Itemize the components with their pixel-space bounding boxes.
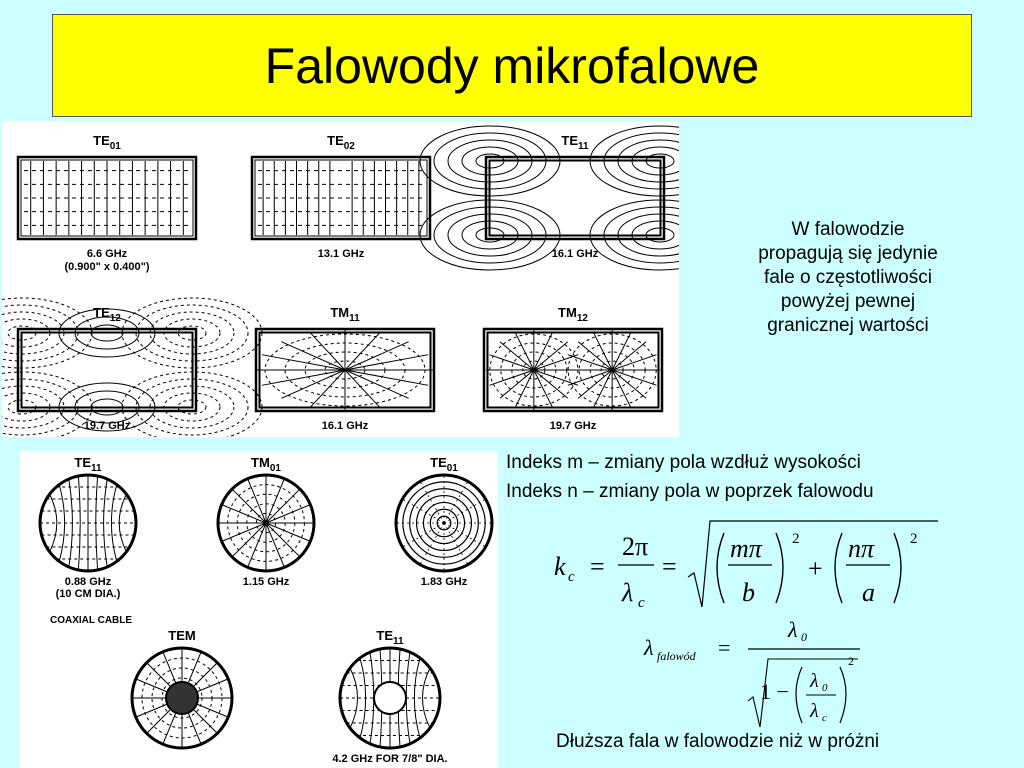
equals-1: =	[590, 552, 605, 581]
zero-sub-num: 0	[801, 630, 807, 644]
exp-1: 2	[792, 531, 800, 547]
circ-mode-freq: 1.83 GHz	[421, 576, 468, 588]
rect-mode-freq: 13.1 GHz	[318, 248, 365, 260]
rect-mode-label: TM12	[558, 305, 588, 324]
circ-modes-figure: TE11 0.88 GHz(10 CM DIA.) TM01 1.15 GHz TE01…	[38, 455, 494, 765]
rect-mode-diagram: TM12 19.7 GHz	[482, 305, 664, 432]
circ-mode-size: (10 CM DIA.)	[56, 588, 121, 600]
circ-mode-diagram: TEM	[130, 628, 234, 750]
circ-mode-diagram: TE01 1.83 GHz	[394, 455, 494, 588]
rect-mode-size: (0.900" x 0.400")	[64, 261, 149, 273]
rect-mode-diagram: TE12 19.7 GHz	[2, 297, 263, 437]
rect-modes-figure: TE01 6.6 GHz(0.900" x 0.400") TE02 13.1 GHz…	[2, 125, 679, 437]
rect-mode-diagram: TE01 6.6 GHz(0.900" x 0.400")	[16, 133, 198, 273]
lambda0-inner: λ	[809, 670, 819, 692]
rect-mode-freq: 16.1 GHz	[552, 248, 599, 260]
sqrt-sign	[687, 520, 938, 608]
rect-mode-label: TE12	[93, 305, 121, 324]
lambda-c: λ	[621, 578, 633, 607]
n-pi: nπ	[848, 534, 875, 563]
b-symbol: b	[742, 578, 755, 607]
circ-mode-diagram: TM01 1.15 GHz	[216, 455, 316, 588]
c-sub-inner: c	[822, 712, 827, 724]
bottom-note: Dłuższa fala w falowodzie niż w próżni	[556, 731, 880, 752]
guide-wavelength-formula: λ falowód = λ 0 1 − λ 0 λ c 2	[640, 615, 880, 730]
rect-mode-freq: 16.1 GHz	[322, 420, 369, 432]
lambda-c-inner: λ	[809, 700, 819, 722]
k-symbol: k	[554, 552, 566, 581]
circ-mode-diagram: TE11 0.88 GHz(10 CM DIA.)	[38, 455, 138, 600]
k-sub: c	[568, 569, 575, 585]
rect-mode-freq: 19.7 GHz	[84, 420, 131, 432]
a-symbol: a	[862, 578, 875, 607]
rect-mode-label: TE11	[561, 133, 589, 152]
lambda-c-sub: c	[638, 595, 645, 611]
side-line: propagują się jedynie	[758, 243, 938, 264]
rect-mode-diagram: TM11 16.1 GHz	[254, 305, 436, 432]
side-line: fale o częstotliwości	[764, 267, 932, 288]
index-n-line: Indeks n – zmiany pola w poprzek falowod…	[506, 481, 874, 502]
side-line: W falowodzie	[791, 219, 905, 240]
index-m-line: Indeks m – zmiany pola wzdłuż wysokości	[506, 452, 861, 473]
circ-mode-label: TE11	[74, 455, 102, 474]
side-line: powyżej pewnej	[780, 291, 916, 312]
rect-mode-label: TM11	[330, 305, 360, 324]
slide-title: Falowody mikrofalowe	[264, 37, 760, 94]
m-pi: mπ	[730, 534, 763, 563]
circ-modes-panel: TE11 0.88 GHz(10 CM DIA.) TM01 1.15 GHz TE01…	[20, 451, 498, 768]
sqrt-sign-2	[747, 658, 858, 728]
circ-mode-freq: 0.88 GHz	[65, 576, 112, 588]
circ-mode-label: TM01	[251, 455, 281, 474]
zero-sub-inner: 0	[822, 682, 828, 694]
exp-3: 2	[848, 654, 854, 668]
circ-mode-diagram: TE11 4.2 GHz FOR 7/8" DIA.	[332, 628, 447, 765]
rect-modes-panel: TE01 6.6 GHz(0.900" x 0.400") TE02 13.1 GHz…	[2, 121, 679, 437]
rect-mode-label: TE01	[93, 133, 121, 152]
cutoff-formula: k c = 2π λ c = mπ b 2 + nπ a 2	[550, 515, 940, 615]
rect-mode-diagram: TE11 16.1 GHz	[419, 125, 679, 271]
circ-mode-label: TE11	[376, 628, 404, 647]
one-minus: 1 −	[760, 679, 789, 704]
lambda-guide-sub: falowód	[657, 649, 697, 663]
coaxial-cable-label: COAXIAL CABLE	[50, 615, 132, 626]
lambda-guide: λ	[643, 635, 654, 660]
rect-mode-label: TE02	[327, 133, 355, 152]
circ-mode-freq: 4.2 GHz FOR 7/8" DIA.	[332, 753, 447, 765]
rect-mode-freq: 6.6 GHz	[87, 248, 128, 260]
two-pi: 2π	[622, 532, 648, 561]
rect-mode-freq: 19.7 GHz	[550, 420, 597, 432]
circ-mode-label: TEM	[168, 628, 195, 643]
side-description: W falowodzie propagują się jedynie fale …	[708, 218, 988, 338]
circ-mode-freq: 1.15 GHz	[243, 576, 290, 588]
side-line: granicznej wartości	[767, 315, 929, 336]
plus: +	[808, 554, 823, 583]
circ-mode-label: TE01	[430, 455, 458, 474]
rect-mode-diagram: TE02 13.1 GHz	[250, 133, 432, 260]
equals-3: =	[718, 635, 730, 660]
exp-2: 2	[910, 531, 918, 547]
lambda0-num: λ	[787, 617, 798, 642]
equals-2: =	[662, 552, 677, 581]
title-box: Falowody mikrofalowe	[52, 14, 972, 117]
